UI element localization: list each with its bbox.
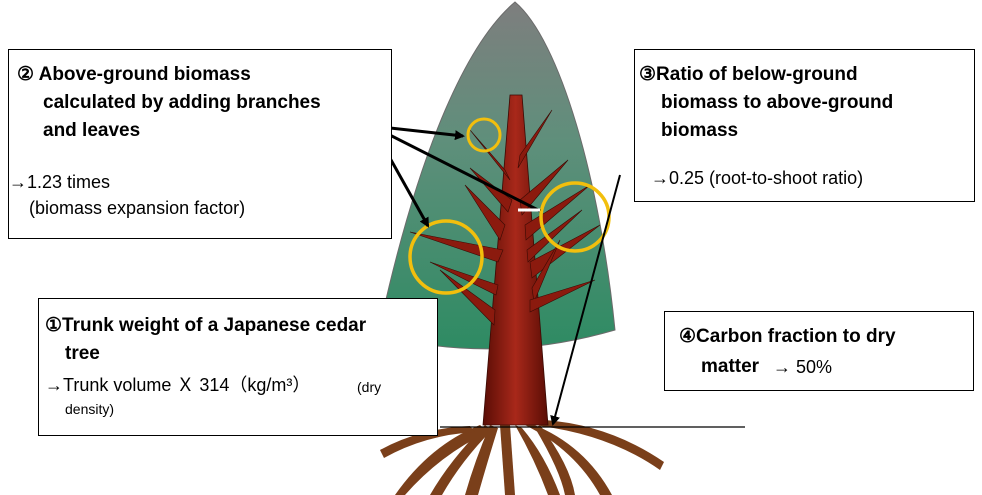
aboveground-heading-1: ② Above-ground biomass — [17, 62, 251, 88]
belowground-heading-1: ③Ratio of below-ground — [639, 62, 858, 88]
carbon-heading-1: ④Carbon fraction to dry — [679, 324, 896, 350]
trunk-weight-box: ①Trunk weight of a Japanese cedar tree →… — [38, 298, 438, 436]
belowground-heading-3: biomass — [661, 118, 738, 144]
carbon-fraction-box: ④Carbon fraction to dry matter → 50% — [664, 311, 974, 391]
aboveground-detail-1: →1.23 times — [9, 170, 110, 195]
trunk-detail: →Trunk volume Ｘ 314（kg/m³） — [45, 373, 310, 398]
trunk-heading-2: tree — [65, 341, 100, 367]
aboveground-heading-3: and leaves — [43, 118, 140, 144]
carbon-detail: → 50% — [773, 355, 832, 380]
belowground-ratio-box: ③Ratio of below-ground biomass to above-… — [634, 49, 975, 202]
trunk-heading-1: ①Trunk weight of a Japanese cedar — [45, 313, 366, 339]
trunk-detail-small-2: density) — [65, 399, 114, 419]
aboveground-biomass-box: ② Above-ground biomass calculated by add… — [8, 49, 392, 239]
aboveground-heading-2: calculated by adding branches — [43, 90, 321, 116]
carbon-heading-2: matter — [701, 354, 759, 380]
aboveground-detail-2: (biomass expansion factor) — [29, 196, 245, 221]
belowground-heading-2: biomass to above-ground — [661, 90, 893, 116]
belowground-detail: →0.25 (root-to-shoot ratio) — [651, 166, 863, 191]
trunk-detail-small-1: (dry — [357, 377, 381, 397]
